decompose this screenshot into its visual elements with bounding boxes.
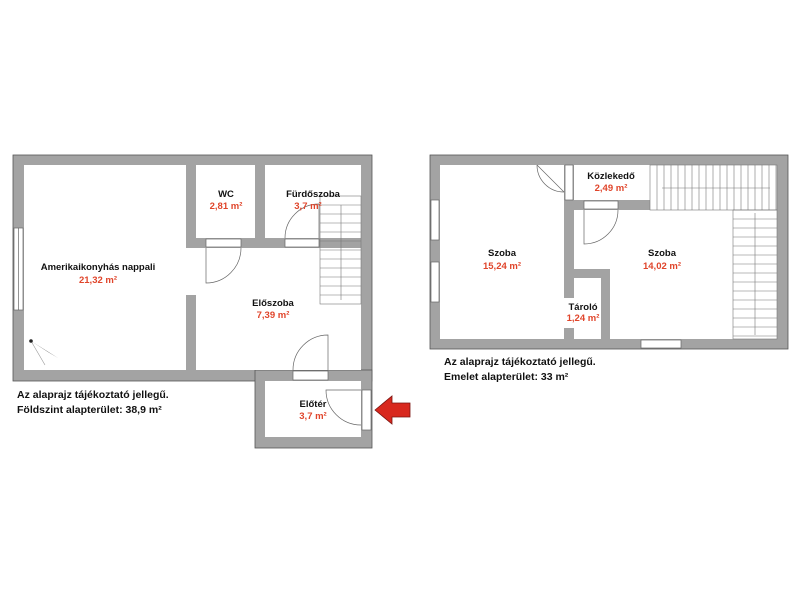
room-name: Közlekedő [587,171,635,182]
room-name: Fürdőszoba [286,189,341,200]
floor-area-caption: Földszint alapterület: 38,9 m² [17,404,162,416]
room-name: Előtér [300,399,327,410]
room-area: 7,39 m² [257,310,290,321]
room-area: 2,49 m² [595,183,628,194]
room-area: 3,7 m² [294,201,321,212]
wc-door-swing [205,247,242,284]
arrow-left-icon [374,395,411,425]
room-name: Szoba [488,248,517,259]
wc-floor [196,165,255,238]
stair-landing-floor [650,200,777,210]
staircase [319,195,362,305]
ground-floor-plan: Amerikaikonyhás nappali 21,32 m² WC 2,81… [12,154,411,449]
room-right-door-swing [583,209,619,245]
room-left-door-swing [536,164,565,193]
room-left-floor [440,165,564,339]
room-area: 15,24 m² [483,261,521,272]
corridor-floor [574,165,777,200]
floor-area-caption: Emelet alapterület: 33 m² [444,371,569,383]
hall-door [292,370,329,381]
disclaimer-caption: Az alaprajz tájékoztató jellegű. [444,356,596,368]
room-area: 1,24 m² [567,313,600,324]
room-name: Előszoba [252,298,294,309]
storage-opening [564,298,574,328]
entrance-door [361,389,372,431]
staircase [649,164,778,340]
room-right-door [583,200,619,210]
window [640,339,682,349]
wc-door [205,238,242,248]
bathroom-floor [265,165,361,238]
disclaimer-caption: Az alaprajz tájékoztató jellegű. [17,389,169,401]
compass-icon [29,339,58,366]
room-left-door [564,164,574,201]
room-name: Amerikaikonyhás nappali [41,262,156,273]
hall-floor [186,248,361,295]
hall-door-swing [292,334,329,371]
room-name: WC [218,189,234,200]
room-area: 3,7 m² [299,411,326,422]
hall-floor-lower [196,295,361,370]
room-area: 21,32 m² [79,275,117,286]
window [430,199,440,241]
bathroom-door-swing [284,203,320,239]
room-area: 14,02 m² [643,261,681,272]
storage-floor [574,278,601,339]
window [430,261,440,303]
living-room-floor [24,165,186,370]
room-right-floor-lower [610,269,777,339]
bathroom-door [284,238,320,248]
room-name: Tároló [568,302,597,313]
room-name: Szoba [648,248,677,259]
upper-floor-plan: Közlekedő 2,49 m² Szoba 15,24 m² Szoba 1… [429,154,789,383]
entrance-door-swing [325,389,362,426]
room-area: 2,81 m² [210,201,243,212]
room-right-floor [574,210,777,269]
